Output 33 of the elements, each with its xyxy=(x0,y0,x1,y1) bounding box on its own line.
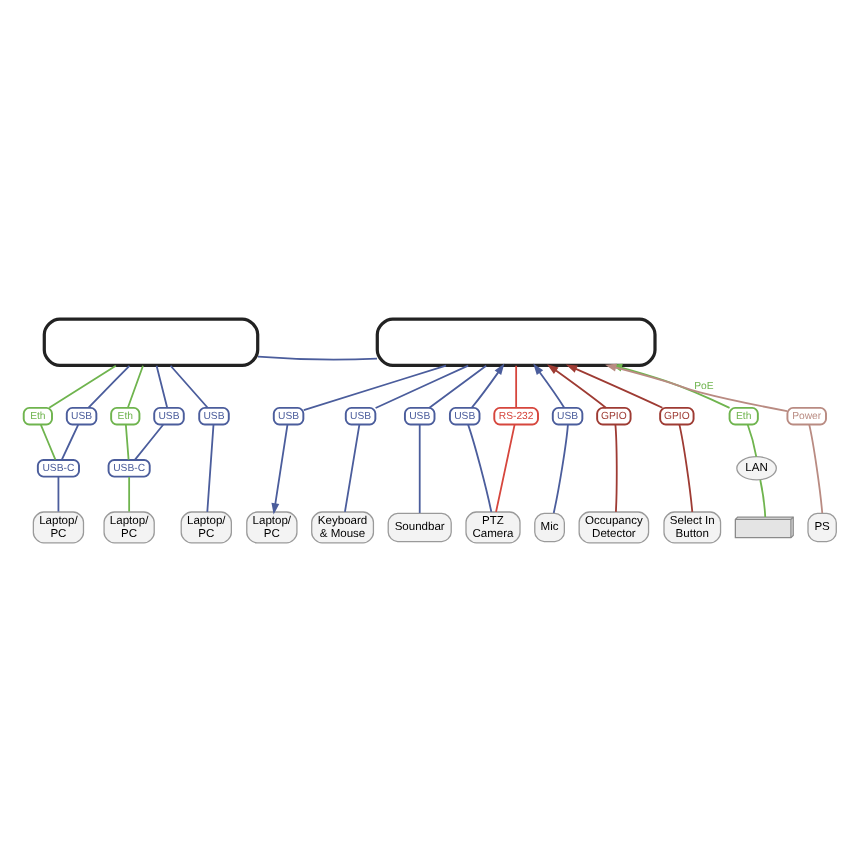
connector xyxy=(678,422,694,512)
connector xyxy=(128,475,131,512)
connector xyxy=(495,422,516,512)
connector xyxy=(344,422,361,512)
connector xyxy=(552,422,569,513)
node-box xyxy=(42,316,260,367)
connector xyxy=(57,475,60,512)
connector xyxy=(206,422,215,512)
connector xyxy=(418,422,421,513)
connector xyxy=(257,354,378,360)
connector xyxy=(155,363,169,408)
connector xyxy=(48,363,117,408)
connector xyxy=(746,422,758,457)
node-box xyxy=(375,316,657,367)
connector xyxy=(759,478,767,517)
connector xyxy=(808,422,824,513)
connector xyxy=(40,422,57,460)
connector xyxy=(467,422,493,512)
connector xyxy=(428,363,488,408)
connector xyxy=(169,363,209,408)
connector xyxy=(374,363,470,408)
connector xyxy=(134,422,164,460)
arrow xyxy=(470,362,505,408)
arrow xyxy=(271,422,289,514)
arrow xyxy=(533,362,566,408)
connector xyxy=(124,422,130,460)
connector xyxy=(515,363,518,408)
connector xyxy=(614,422,618,512)
connector xyxy=(87,363,131,408)
connector xyxy=(60,422,80,460)
arrow xyxy=(547,363,607,408)
connector xyxy=(302,363,447,411)
connector xyxy=(126,363,144,408)
